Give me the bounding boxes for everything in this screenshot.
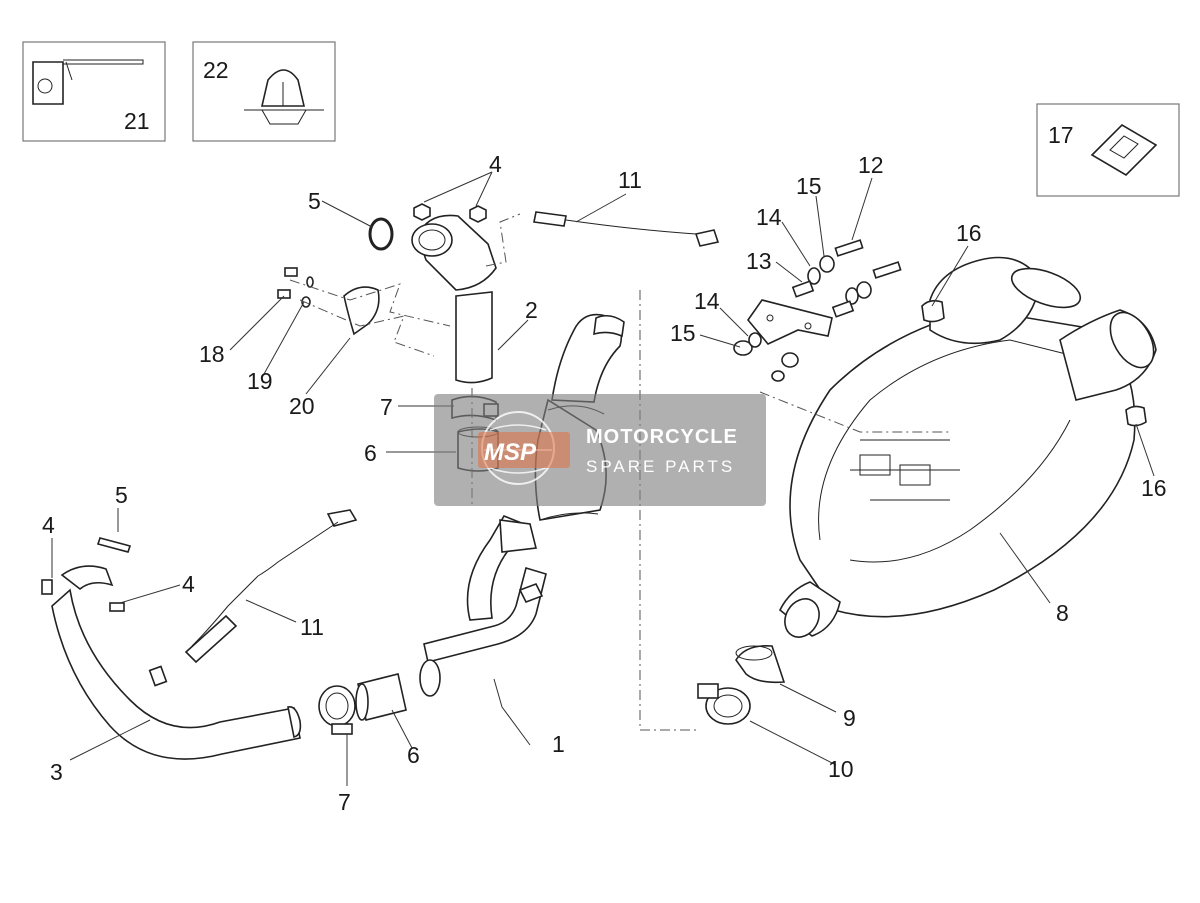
callout-labels: 1 2 3 4 4 4 5 5 6 6 7 7 8 9 10 11 11 12 … [42, 57, 1167, 815]
silencer-8 [778, 256, 1157, 638]
callout-6-mid: 6 [364, 440, 377, 466]
callout-19: 19 [247, 368, 273, 394]
callout-13: 13 [746, 248, 772, 274]
callout-4-mid: 4 [182, 571, 195, 597]
watermark-line1: MOTORCYCLE [586, 426, 738, 448]
gasket-5-left [96, 537, 132, 553]
rubber-16-right [1125, 405, 1147, 427]
callout-1: 1 [552, 731, 565, 757]
washer-15-e [771, 370, 785, 382]
callout-11-left: 11 [300, 614, 324, 640]
callout-4-top: 4 [489, 151, 502, 177]
callout-21: 21 [124, 108, 150, 134]
washer-15-a [819, 255, 835, 273]
callout-2: 2 [525, 297, 538, 323]
callout-20: 20 [289, 393, 315, 419]
callout-15-top: 15 [796, 173, 822, 199]
callout-17: 17 [1048, 122, 1074, 148]
header-pipe-3 [51, 565, 302, 760]
stud-4-right [109, 602, 125, 612]
sleeve-6-bottom [355, 673, 407, 721]
watermark-logo: MSP [484, 439, 537, 466]
leader-lines [51, 171, 1155, 786]
callout-7-bottom: 7 [338, 789, 351, 815]
callout-16-right: 16 [1141, 475, 1167, 501]
watermark: MSP MOTORCYCLE SPARE PARTS [434, 394, 766, 506]
header-pipe-2 [411, 214, 497, 384]
callout-4-left: 4 [42, 512, 55, 538]
clamp-7-bottom [318, 685, 356, 735]
callout-7-mid: 7 [380, 394, 393, 420]
bolt-12-b [872, 261, 902, 279]
mounting-bracket [746, 299, 833, 345]
spacer-14-c [748, 332, 762, 348]
spacer-14-b [845, 287, 859, 305]
sleeve-9 [735, 644, 786, 684]
washer-15-d [781, 352, 799, 368]
callout-12: 12 [858, 152, 884, 178]
inset-box-22 [192, 41, 336, 142]
watermark-line2: SPARE PARTS [586, 457, 735, 476]
screw-18-a [284, 267, 298, 277]
nut-4-top-left [413, 203, 431, 221]
callout-6-bottom: 6 [407, 742, 420, 768]
washer-19-b [301, 296, 311, 308]
clamp-10 [697, 683, 751, 725]
lambda-sensor-11-left [184, 509, 358, 664]
oring-5-top [368, 217, 394, 251]
bushing-13-a [791, 280, 815, 298]
callout-10: 10 [828, 756, 854, 782]
stud-4-left [41, 579, 53, 595]
lambda-sensor-11-top [533, 211, 720, 247]
bushing-13-b [831, 300, 855, 318]
callout-15-mid: 15 [670, 320, 696, 346]
rubber-16-top [921, 299, 945, 323]
inset-box-21 [22, 41, 166, 142]
callout-8: 8 [1056, 600, 1069, 626]
washer-15-b [856, 281, 872, 299]
heat-shield-20 [343, 286, 380, 336]
callout-14-top: 14 [756, 204, 782, 230]
washer-15-c [733, 340, 753, 356]
callout-5-left: 5 [115, 482, 128, 508]
callout-5-top: 5 [308, 188, 321, 214]
callout-9: 9 [843, 705, 856, 731]
bolt-12-a [834, 239, 864, 257]
callout-3: 3 [50, 759, 63, 785]
spacer-14-a [807, 267, 821, 285]
inset-box-17 [1036, 103, 1180, 197]
callout-22: 22 [203, 57, 229, 83]
callout-18: 18 [199, 341, 225, 367]
screw-18-b [277, 289, 291, 299]
nut-4-top-right [469, 205, 487, 223]
callout-14-mid: 14 [694, 288, 720, 314]
callout-11-top: 11 [618, 167, 642, 193]
callout-16-top: 16 [956, 220, 982, 246]
washer-19-a [306, 276, 314, 288]
